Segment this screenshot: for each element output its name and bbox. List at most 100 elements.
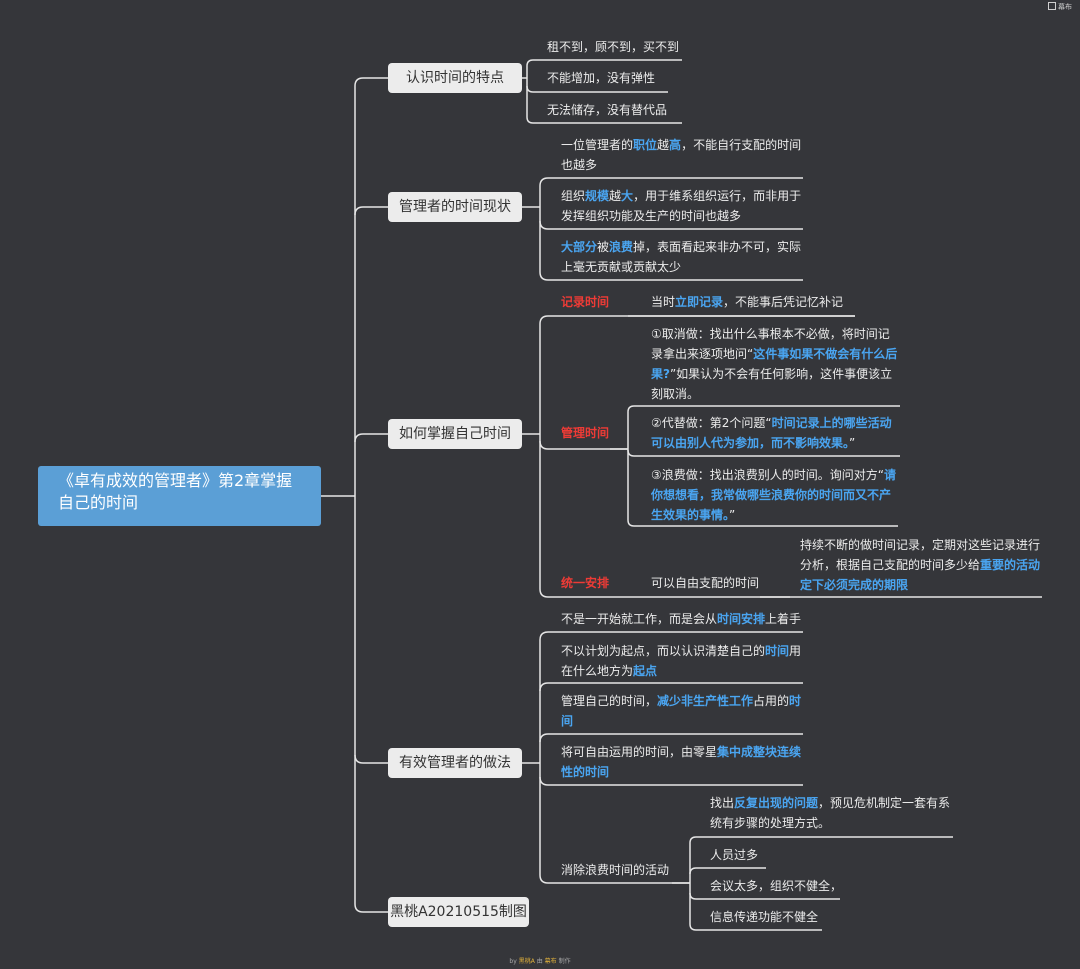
connector-line	[689, 923, 822, 931]
label-unified-arrange: 统一安排	[561, 576, 610, 590]
highlight-text: 集中成整块连续性的时间	[561, 745, 802, 779]
footer-mid: 由	[534, 958, 545, 965]
connector-line	[689, 836, 953, 844]
brand-mark: 幕布	[1048, 2, 1072, 12]
highlight-text: 高	[669, 138, 682, 152]
mubu-logo-icon	[1048, 2, 1056, 10]
text-run: 不是一开始就工作，而是会从	[561, 612, 718, 626]
leaf-text: 将可自由运用的时间，由零星集中成整块连续性的时间	[561, 742, 803, 782]
connector-line	[689, 867, 766, 875]
connector-line	[627, 449, 900, 457]
footer-post: 制作	[556, 958, 571, 965]
highlight-text: 请你想想看，我常做哪些浪费你的时间而又不产生效果的事情。	[651, 468, 896, 522]
highlight-text: 立即记录	[675, 295, 724, 309]
footer-app: 幕布	[544, 958, 557, 965]
text-run: 持续不断的做时间记录，定期对这些记录进行分析，根据自己支配的时间多少给	[800, 538, 1041, 572]
text-run: ，不能自行支配的时间也越多	[561, 138, 802, 172]
text-run: 掉，表面看起来非办不可，实际上毫无贡献或贡献太少	[561, 240, 802, 274]
topic-manager-time-status[interactable]: 管理者的时间现状	[388, 192, 522, 222]
leaf-text: 组织规模越大，用于维系组织运行，而非用于发挥组织功能及生产的时间也越多	[561, 186, 803, 226]
label-manage-time: 管理时间	[561, 426, 610, 440]
connector-line	[539, 440, 628, 450]
leaf-text: 当时立即记录，不能事后凭记忆补记	[651, 292, 843, 312]
connector-line	[539, 588, 1042, 598]
connector-line	[539, 271, 803, 281]
text-run: 一位管理者的	[561, 138, 634, 152]
leaf-text: ③浪费做：找出浪费别人的时间。询问对方“请你想想看，我常做哪些浪费你的时间而又不…	[651, 465, 901, 525]
connector-line	[539, 874, 690, 884]
highlight-text: 时间记录上的哪些活动可以由别人代为参加，而不影响效果。	[651, 416, 892, 450]
topic-time-traits[interactable]: 认识时间的特点	[388, 63, 522, 93]
text-run: ①取消做：找出什么事根本不必做，将时间记录拿出来逐项地问“	[651, 327, 890, 361]
highlight-text: 时间	[765, 644, 790, 658]
leaf-text: 会议太多，组织不健全，	[710, 879, 843, 893]
text-run: 当时	[651, 295, 676, 309]
connector-line	[539, 631, 803, 641]
leaf-text: 人员过多	[710, 848, 759, 862]
highlight-text: 大部分	[561, 240, 598, 254]
connector-line	[354, 77, 388, 87]
connector-line	[354, 206, 388, 216]
highlight-text: 这件事如果不做会有什么后果?	[651, 347, 898, 381]
connector-line	[539, 776, 803, 786]
leaf-text: 管理自己的时间，减少非生产性工作占用的时间	[561, 691, 803, 731]
text-run: ②代替做：第2个问题“	[651, 416, 772, 430]
text-run: ”	[729, 508, 736, 522]
connector-line	[354, 903, 388, 913]
text-run: ”	[849, 436, 856, 450]
text-run: 不以计划为起点，而以认识清楚自己的	[561, 644, 766, 658]
connector-line	[539, 220, 803, 230]
connector-line	[689, 892, 840, 900]
text-run: ③浪费做：找出浪费别人的时间。询问对方“	[651, 468, 884, 482]
leaf-text: ①取消做：找出什么事根本不必做，将时间记录拿出来逐项地问“这件事如果不做会有什么…	[651, 324, 901, 404]
highlight-text: 大	[621, 189, 634, 203]
leaf-text: 无法储存，没有替代品	[547, 103, 668, 117]
text-run: 越	[609, 189, 622, 203]
text-run: 找出	[710, 796, 735, 810]
leaf-text: 信息传递功能不健全	[710, 910, 819, 924]
highlight-text: 时间	[561, 694, 802, 728]
leaf-text: 大部分被浪费掉，表面看起来非办不可，实际上毫无贡献或贡献太少	[561, 237, 803, 277]
leaf-text: 持续不断的做时间记录，定期对这些记录进行分析，根据自己支配的时间多少给重要的活动…	[800, 535, 1042, 595]
label-record-time: 记录时间	[561, 295, 610, 309]
connector-line	[354, 433, 388, 443]
connector-line	[627, 519, 898, 527]
text-run: 被	[597, 240, 610, 254]
text-run: ，预见危机制定一套有系统有步骤的处理方式。	[710, 796, 951, 830]
highlight-text: 浪费	[609, 240, 634, 254]
highlight-text: 规模	[585, 189, 610, 203]
highlight-text: 职位	[633, 138, 658, 152]
leaf-text: 不能增加，没有弹性	[547, 71, 656, 85]
label-eliminate-waste: 消除浪费时间的活动	[561, 863, 670, 877]
text-run: ，用于维系组织运行，而非用于发挥组织功能及生产的时间也越多	[561, 189, 802, 223]
leaf-text: 不以计划为起点，而以认识清楚自己的时间用在什么地方为起点	[561, 641, 803, 681]
text-run: 用在什么地方为	[561, 644, 802, 678]
text-run: 上着手	[765, 612, 802, 626]
leaf-text: 租不到，顾不到，买不到	[547, 40, 680, 54]
leaf-text: 一位管理者的职位越高，不能自行支配的时间也越多	[561, 135, 803, 175]
highlight-text: 时间安排	[717, 612, 766, 626]
topic-master-own-time[interactable]: 如何掌握自己时间	[388, 419, 522, 449]
text-run: 将可自由运用的时间，由零星	[561, 745, 718, 759]
connector-line	[526, 116, 682, 124]
connector-line	[539, 315, 855, 325]
footer-author: 黑桃A	[518, 958, 535, 965]
leaf-text: ②代替做：第2个问题“时间记录上的哪些活动可以由别人代为参加，而不影响效果。”	[651, 413, 901, 453]
highlight-text: 重要的活动定下必须完成的期限	[800, 558, 1041, 592]
highlight-text: 反复出现的问题	[734, 796, 819, 810]
connector-line	[539, 682, 803, 692]
connector-line	[354, 754, 388, 764]
highlight-text: 起点	[633, 664, 658, 678]
text-run: ”如果认为不会有任何影响，这件事便该立刻取消。	[651, 367, 893, 401]
topic-credit[interactable]: 黑桃A20210515制图	[388, 897, 529, 927]
highlight-text: 减少非生产性工作	[657, 694, 754, 708]
root-topic[interactable]: 《卓有成效的管理者》第2章掌握自己的时间	[38, 466, 321, 526]
footer-credit: by 黑桃A 由 幕布 制作	[0, 956, 1080, 965]
footer-pre: by	[509, 958, 519, 965]
topic-effective-practices[interactable]: 有效管理者的做法	[388, 748, 522, 778]
text-run: 管理自己的时间，	[561, 694, 658, 708]
leaf-text: 可以自由支配的时间	[651, 576, 760, 590]
connector-line	[526, 85, 668, 93]
